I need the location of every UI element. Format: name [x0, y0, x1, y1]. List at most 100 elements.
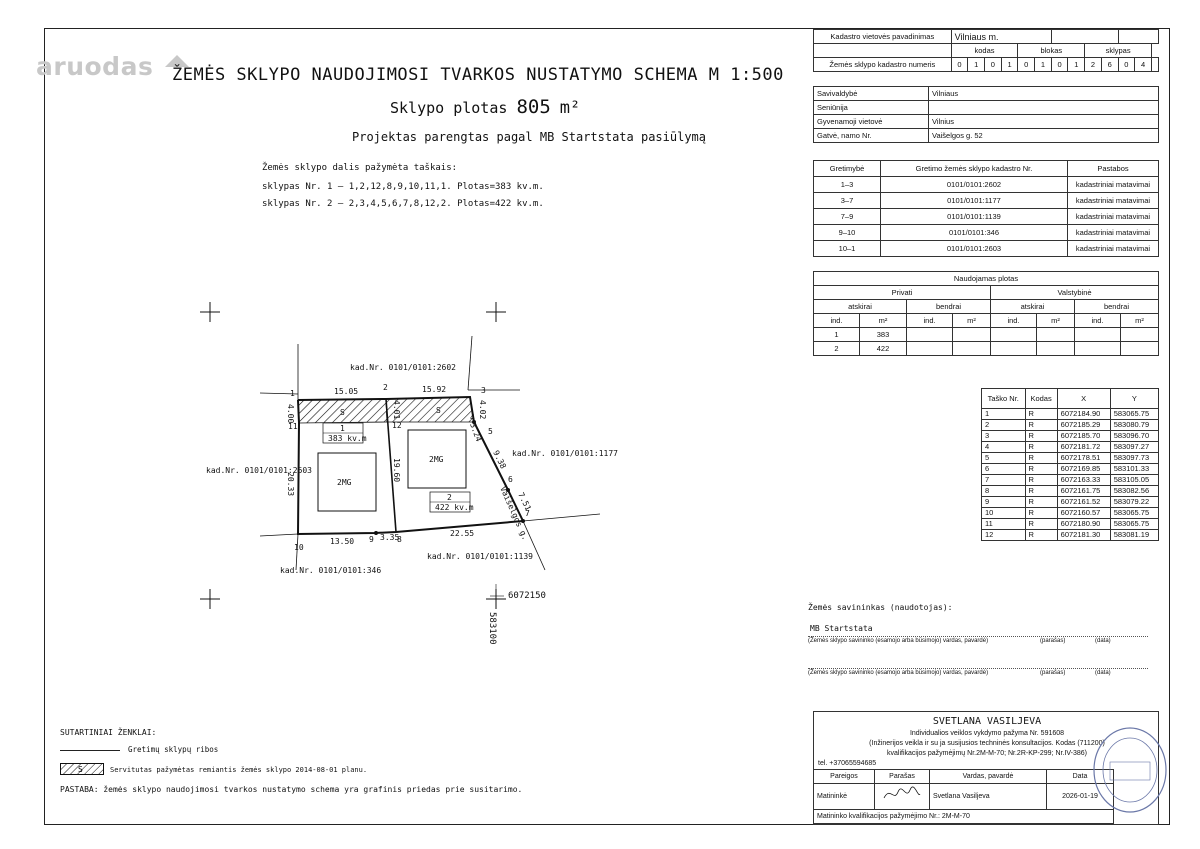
owner-caption-2: (Žemės sklypo savininko (esamojo arba bū… [808, 670, 989, 676]
point-cell: 6072160.57 [1056, 507, 1111, 519]
cadastre-digit: 0 [1050, 57, 1069, 72]
pt-head-kodas: Kodas [1024, 388, 1058, 409]
location-value: Vilnius [928, 114, 1159, 129]
point-12: 12 [392, 421, 402, 430]
sig-head-vardas: Vardas, pavardė [929, 769, 1047, 784]
dim-bottom-3: 22.55 [450, 529, 474, 538]
location-value: Vilniaus [928, 86, 1159, 101]
building-2 [407, 429, 467, 489]
neighbor-cell: 1–3 [813, 176, 881, 193]
point-cell: 6072169.85 [1056, 463, 1111, 475]
point-cell: 583097.27 [1109, 441, 1160, 453]
pt-head-y: Y [1109, 388, 1160, 409]
usage-state-shared: bendrai [1073, 299, 1160, 314]
stamp-line-3: kvalifikacijos pažymėjimų Nr.2M-M-70; Nr… [887, 750, 1087, 757]
point-8: 8 [397, 535, 402, 544]
point-cell: 6 [981, 463, 1026, 475]
cadastre-place-value: Vilniaus m. [950, 29, 1052, 44]
owner-caption-1: (Žemės sklypo savininko (esamojo arba bū… [808, 638, 989, 644]
point-cell: 6072180.90 [1056, 518, 1111, 530]
coord-y-label: 583100 [487, 612, 497, 645]
cadastre-digit: 4 [1134, 57, 1152, 72]
plot-area-value: 805 [516, 96, 551, 118]
point-5: 5 [488, 427, 493, 436]
usage-m2: m² [1120, 313, 1159, 328]
point-cell: R [1024, 463, 1058, 475]
plot-area: Sklypo plotas 805 m² [390, 96, 580, 118]
point-cell: 6072181.72 [1056, 441, 1111, 453]
usage-ind: ind. [990, 313, 1038, 328]
usage-ind: ind. [906, 313, 954, 328]
dim-mid-top: 4.01 [392, 400, 401, 419]
point-cell: R [1024, 419, 1058, 431]
usage-row-m2: 422 [859, 341, 908, 356]
dim-left-top: 4.00 [286, 404, 295, 423]
point-6: 6 [508, 475, 513, 484]
location-value: Vaišelgos g. 52 [928, 128, 1159, 143]
usage-ind: ind. [1073, 313, 1122, 328]
point-cell: 5 [981, 452, 1026, 464]
point-cell: R [1024, 452, 1058, 464]
point-cell: 583096.70 [1109, 430, 1160, 442]
cadastre-table: Kadastro vietovės pavadinimas Vilniaus m… [813, 29, 1160, 72]
plot1-number: 1 [340, 424, 345, 433]
point-cell: R [1024, 441, 1058, 453]
page-title: ŽEMĖS SKLYPO NAUDOJIMOSI TVARKOS NUSTATY… [172, 65, 784, 85]
point-cell: 6072181.30 [1056, 529, 1111, 541]
point-cell: 583065.75 [1109, 408, 1160, 420]
plot2-number: 2 [447, 493, 452, 502]
usage-private-separate: atskirai [812, 299, 908, 314]
dim-left: 20.33 [286, 472, 295, 496]
neighbor-cell: 0101/0101:2602 [880, 176, 1068, 193]
point-cell: 2 [981, 419, 1026, 431]
servitude-mark-1: S [340, 408, 345, 417]
point-cell: R [1024, 518, 1058, 530]
point-cell: 3 [981, 430, 1026, 442]
point-cell: R [1024, 474, 1058, 486]
stamp-phone: tel. +37065594685 [818, 760, 877, 767]
point-cell: R [1024, 408, 1058, 420]
point-markers [374, 420, 525, 535]
plot1-area: 383 kv.m [328, 434, 367, 443]
pt-head-x: X [1056, 388, 1111, 409]
legend-line-sample [60, 750, 120, 751]
kad-label-bottom: kad.Nr. 0101/0101:1139 [427, 552, 533, 561]
stamp-line-2: (Inžinerijos veikla ir su ja susijusios … [869, 740, 1105, 747]
point-1: 1 [290, 389, 295, 398]
point-cell: 12 [981, 529, 1026, 541]
point-4: 4 [470, 413, 475, 422]
cadastre-digit: 2 [1084, 57, 1102, 72]
sig-head-pareigos: Pareigos [813, 769, 875, 784]
legend-hatch-sample: S [60, 763, 104, 775]
kad-label-left: kad.Nr. 0101/0101:2603 [206, 466, 312, 475]
pt-head-no: Taško Nr. [981, 388, 1026, 409]
neighbor-cell: 0101/0101:1177 [880, 192, 1068, 209]
plot-division-line [385, 398, 397, 533]
usage-row-m2: 383 [859, 327, 908, 342]
point-cell: 583081.19 [1109, 529, 1160, 541]
kad-label-bottom-left: kad.Nr. 0101/0101:346 [280, 566, 381, 575]
dim-bottom-1: 13.50 [330, 537, 354, 546]
location-row: Seniūnija [813, 100, 1159, 115]
point-cell: R [1024, 496, 1058, 508]
col-sklypas: sklypas [1084, 43, 1152, 58]
point-9: 9 [369, 535, 374, 544]
point-3: 3 [481, 386, 486, 395]
point-cell: 6072161.52 [1056, 496, 1111, 508]
sig-cert: Matininko kvalifikacijos pažymėjimo Nr.:… [813, 809, 1114, 824]
owner-sign-2: (parašas) [1040, 670, 1066, 676]
point-7: 7 [525, 509, 530, 518]
round-stamp-icon [1093, 727, 1167, 813]
location-label: Gyvenamoji vietovė [813, 114, 929, 129]
point-cell: 11 [981, 518, 1026, 530]
point-cell: 4 [981, 441, 1026, 453]
